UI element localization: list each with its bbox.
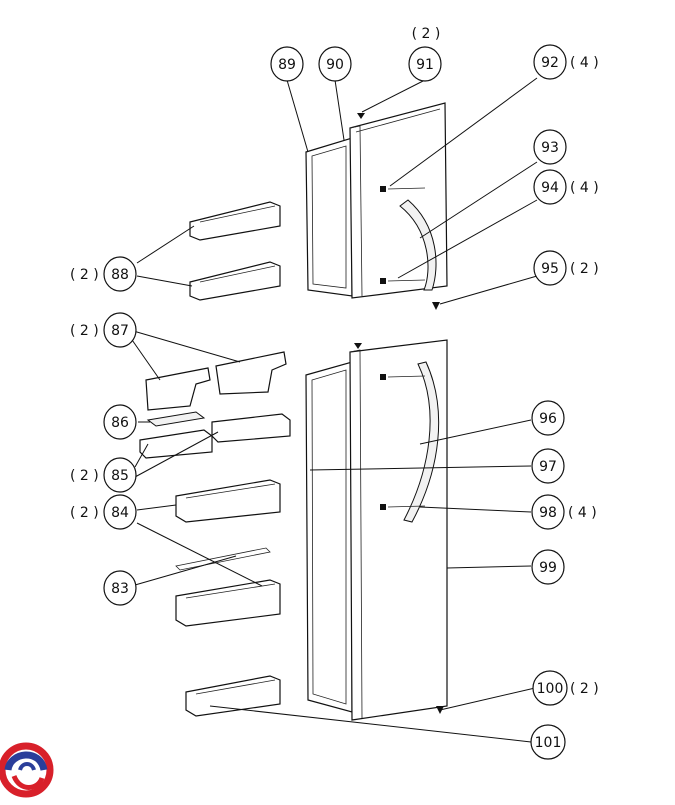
svg-text:99: 99 [539,560,557,576]
bin-85-right [211,413,291,443]
lower-door-handle [403,361,440,523]
svg-text:91: 91 [416,57,434,73]
callout-95: 95 [533,250,567,286]
callout-96: 96 [531,400,565,436]
leader-lines [129,77,538,743]
bracket-87-left [145,367,211,411]
svg-text:96: 96 [539,411,557,427]
bin-88-top [189,201,281,241]
tray-86 [146,411,206,427]
svg-text:95: 95 [541,261,559,277]
upper-door-handle [399,199,437,291]
callout-91: 91 [408,46,442,82]
qty-98: ( 4 ) [568,505,597,521]
bin-84-top [175,479,281,523]
callout-87: 87 [103,312,137,348]
svg-text:83: 83 [111,581,129,597]
lower-door-panel [349,339,448,721]
qty-95: ( 2 ) [570,261,599,277]
qty-88: ( 2 ) [70,267,99,283]
bin-85-left [139,429,213,459]
bin-84-bottom [175,579,281,627]
svg-text:98: 98 [539,505,557,521]
callout-85: 85 [103,457,137,493]
callout-90: 90 [318,46,352,82]
bin-101 [185,675,281,717]
qty-85: ( 2 ) [70,468,99,484]
upper-door-gasket [305,137,353,297]
callout-89: 89 [270,46,304,82]
qty-100: ( 2 ) [570,681,599,697]
qty-92: ( 4 ) [570,55,599,71]
svg-text:90: 90 [326,57,344,73]
svg-text:86: 86 [111,415,129,431]
callout-83: 83 [103,570,137,606]
qty-84: ( 2 ) [70,505,99,521]
callout-94: 94 [533,169,567,205]
qty-87: ( 2 ) [70,323,99,339]
upper-screws [357,113,440,310]
callout-97: 97 [531,448,565,484]
upper-door-panel [349,102,448,299]
svg-text:88: 88 [111,267,129,283]
callout-99: 99 [531,549,565,585]
brand-swirl-icon [0,742,54,798]
callout-98: 98 [531,494,565,530]
callout-84: 84 [103,494,137,530]
callout-101: 101 [530,724,566,760]
callout-86: 86 [103,404,137,440]
svg-text:93: 93 [541,140,559,156]
svg-text:85: 85 [111,468,129,484]
svg-text:87: 87 [111,323,129,339]
callout-100: 100 [532,670,568,706]
svg-text:97: 97 [539,459,557,475]
callout-93: 93 [533,129,567,165]
qty-94: ( 4 ) [570,180,599,196]
svg-text:100: 100 [537,681,564,697]
lower-door-gasket [305,361,353,713]
qty-91: ( 2 ) [412,26,441,42]
callout-92: 92 [533,44,567,80]
svg-text:84: 84 [111,505,129,521]
svg-text:94: 94 [541,180,559,196]
bin-88-bottom [189,261,281,301]
bracket-87-right [215,351,287,395]
svg-text:101: 101 [535,735,562,751]
callout-88: 88 [103,256,137,292]
svg-text:89: 89 [278,57,296,73]
svg-text:92: 92 [541,55,559,71]
rail-83 [175,547,271,571]
